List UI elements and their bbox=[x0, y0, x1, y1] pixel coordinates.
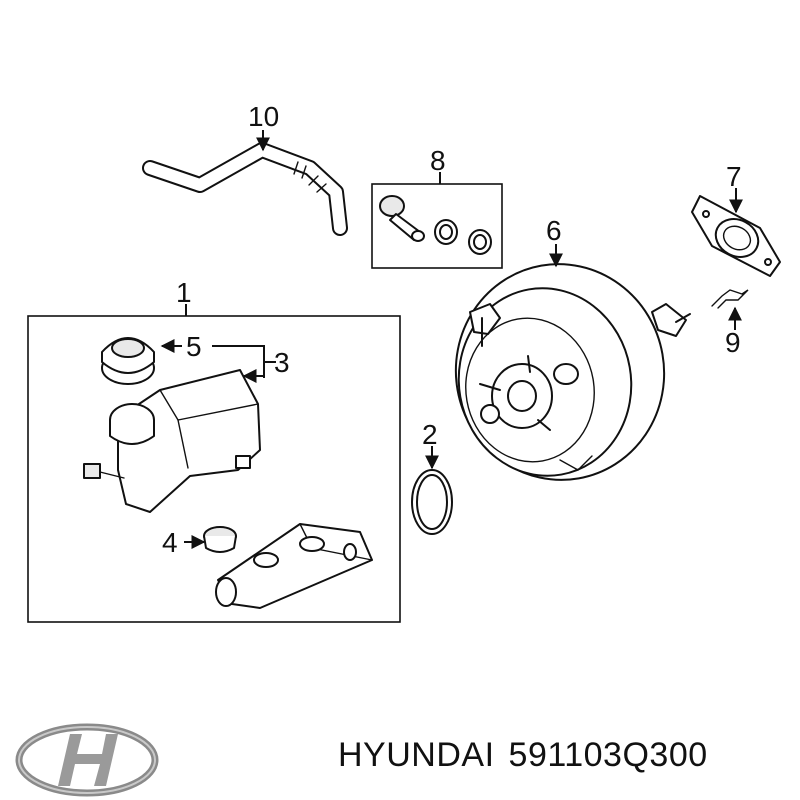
hyundai-logo-icon bbox=[15, 723, 159, 797]
vacuum-hose-part bbox=[142, 142, 348, 236]
master-cylinder-assembly-box bbox=[27, 315, 401, 623]
callout-2: 2 bbox=[422, 419, 438, 450]
callout-7: 7 bbox=[726, 161, 742, 192]
callout-8: 8 bbox=[430, 145, 446, 176]
part-number: 591103Q300 bbox=[508, 736, 708, 774]
brake-booster-part bbox=[454, 263, 691, 481]
clevis-clip-part bbox=[711, 289, 749, 309]
booster-gasket-part bbox=[691, 195, 781, 277]
master-cylinder-part bbox=[215, 523, 373, 609]
callout-3: 3 bbox=[274, 347, 290, 378]
callout-1: 1 bbox=[176, 277, 192, 308]
callout-4: 4 bbox=[162, 527, 178, 558]
callout-9: 9 bbox=[725, 327, 741, 358]
callout-10: 10 bbox=[248, 101, 279, 132]
o-ring-part bbox=[411, 469, 453, 535]
reservoir-seal-part bbox=[203, 526, 237, 553]
callout-6: 6 bbox=[546, 215, 562, 246]
reservoir-cap-part bbox=[101, 337, 155, 385]
grommet-kit-part bbox=[379, 195, 492, 255]
callout-5: 5 bbox=[186, 331, 202, 362]
grommet-kit-box bbox=[371, 183, 503, 269]
brand-name: HYUNDAI bbox=[338, 736, 495, 774]
fluid-reservoir-part bbox=[83, 369, 261, 513]
part-caption: HYUNDAI 591103Q300 bbox=[338, 736, 722, 775]
